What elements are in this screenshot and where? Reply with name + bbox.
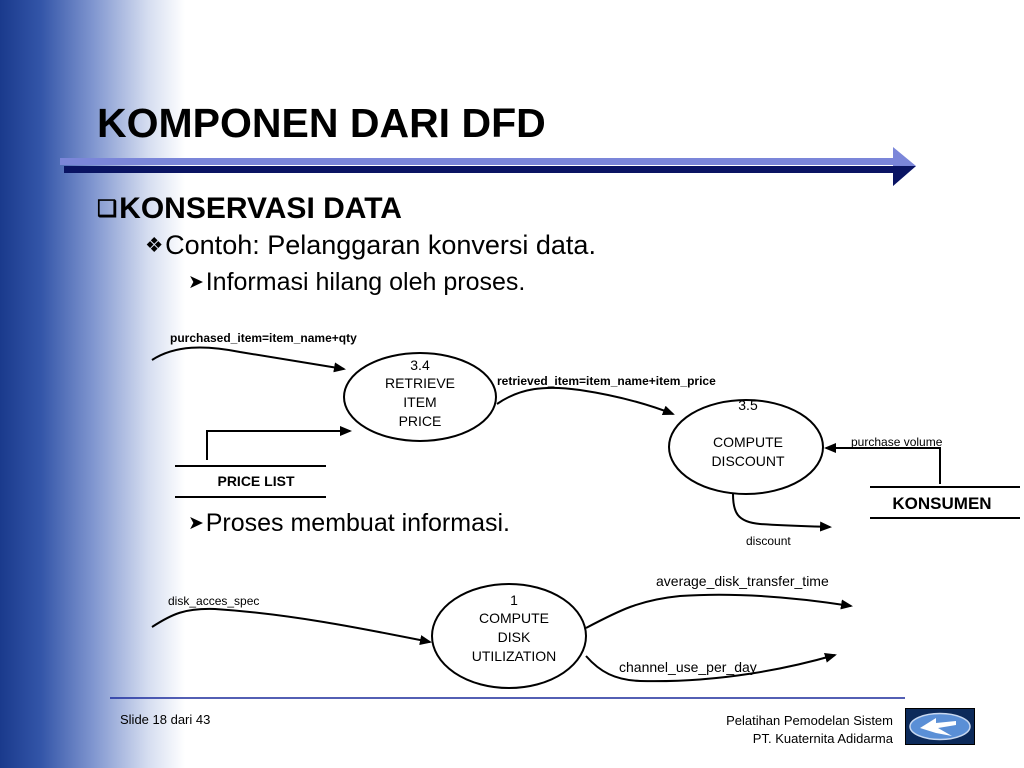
process-3-5-line2: DISCOUNT	[711, 453, 785, 469]
bullet-informasi-hilang: ➤Informasi hilang oleh proses.	[188, 268, 525, 297]
process-3-4-line2: ITEM	[403, 394, 436, 410]
dfd-diagram-1: purchased_item=item_name+qty 3.4 RETRIEV…	[151, 331, 1020, 548]
process-3-4	[343, 352, 497, 442]
dfd-diagram-2: disk_acces_spec 1 COMPUTE DISK UTILIZATI…	[151, 573, 853, 689]
flow-average-label: average_disk_transfer_time	[656, 573, 829, 589]
flow-discount	[732, 493, 832, 532]
flow-channel	[585, 652, 837, 683]
flow-channel-label: channel_use_per_day	[619, 659, 757, 675]
process-1-number: 1	[510, 592, 518, 608]
flow-purchase-volume-label: purchase volume	[851, 435, 943, 449]
process-1-line1: COMPUTE	[479, 610, 549, 626]
square-bullet-icon: ❑	[97, 196, 118, 221]
footer-org-line2: PT. Kuaternita Adidarma	[752, 731, 893, 746]
process-3-4-line3: PRICE	[399, 413, 442, 429]
process-3-5-line1: COMPUTE	[713, 434, 783, 450]
process-3-5-number: 3.5	[738, 397, 758, 413]
process-1	[431, 583, 587, 689]
flow-average	[585, 593, 853, 629]
bullet-contoh: ❖Contoh: Pelanggaran konversi data.	[145, 230, 596, 261]
flow-purchase-volume	[824, 443, 941, 484]
bullet-konservasi: ❑KONSERVASI DATA	[97, 192, 402, 226]
footer-org-line1: Pelatihan Pemodelan Sistem	[726, 713, 893, 728]
arrow-bullet-icon: ➤	[188, 512, 204, 533]
flow-disk-acces-spec	[151, 607, 432, 645]
bullet-konservasi-text: KONSERVASI DATA	[119, 192, 402, 225]
footer-organization: Pelatihan Pemodelan Sistem PT. Kuaternit…	[726, 712, 893, 748]
flow-purchased-item-label: purchased_item=item_name+qty	[170, 331, 357, 345]
company-logo-icon	[909, 712, 971, 741]
bullet-proses-membuat-text: Proses membuat informasi.	[205, 509, 510, 537]
slide-number: Slide 18 dari 43	[120, 712, 211, 727]
process-3-4-number: 3.4	[410, 357, 430, 373]
flow-purchased-item	[151, 346, 346, 373]
flow-price-list	[206, 426, 352, 460]
bullet-contoh-text: Contoh: Pelanggaran konversi data.	[165, 230, 596, 260]
process-1-line2: DISK	[498, 629, 531, 645]
process-3-4-line1: RETRIEVE	[385, 375, 455, 391]
company-logo	[905, 708, 975, 745]
flow-retrieved-item	[496, 386, 675, 416]
diamond-bullet-icon: ❖	[145, 235, 164, 257]
entity-konsumen: KONSUMEN	[892, 494, 991, 513]
bullet-informasi-hilang-text: Informasi hilang oleh proses.	[205, 268, 526, 296]
title-rule	[60, 147, 916, 186]
flow-discount-label: discount	[746, 534, 791, 548]
flow-retrieved-item-label: retrieved_item=item_name+item_price	[497, 374, 716, 388]
store-price-list: PRICE LIST	[217, 473, 294, 489]
process-3-5	[668, 399, 824, 495]
process-1-line3: UTILIZATION	[472, 648, 557, 664]
flow-disk-acces-spec-label: disk_acces_spec	[168, 594, 259, 608]
slide-title: KOMPONEN DARI DFD	[97, 100, 546, 146]
bullet-proses-membuat: ➤Proses membuat informasi.	[188, 509, 510, 538]
arrow-bullet-icon: ➤	[188, 271, 204, 292]
left-gradient-bar	[0, 0, 185, 768]
